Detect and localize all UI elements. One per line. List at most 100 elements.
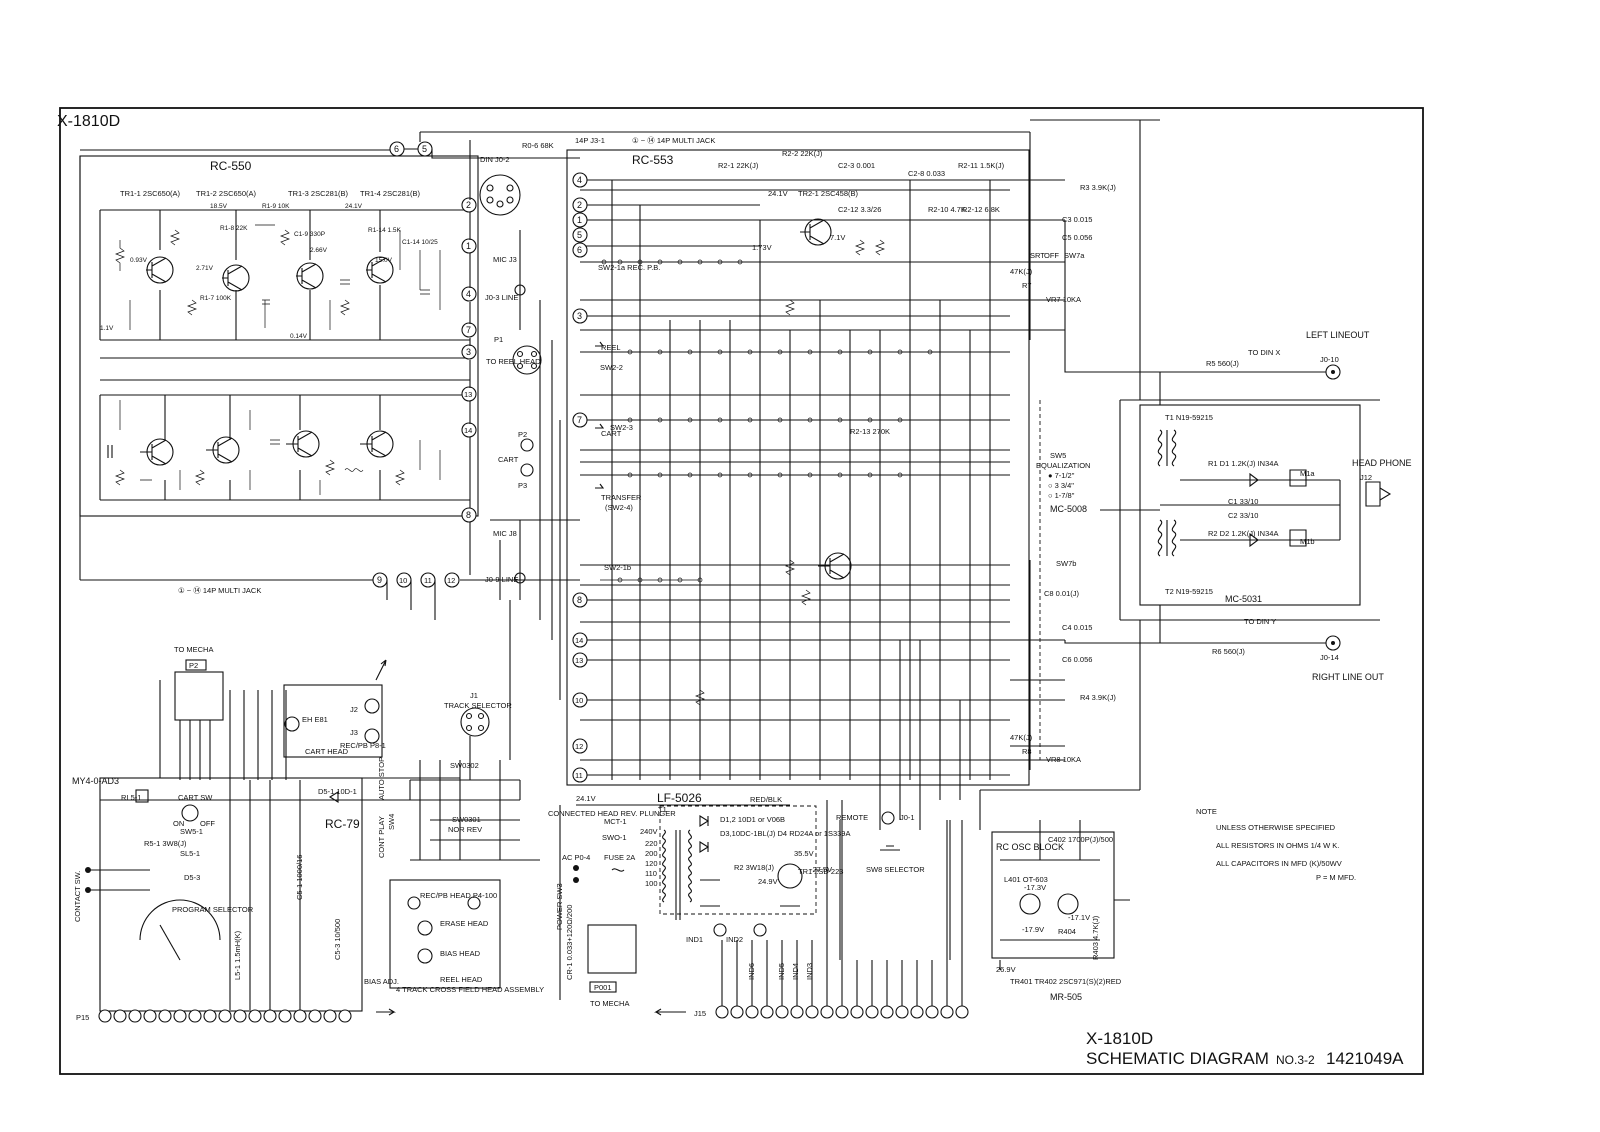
l401-label: L401 OT-603: [1004, 875, 1048, 884]
sw2-2-label: SW2-2: [600, 363, 623, 372]
j12-label: J12: [1360, 473, 1372, 482]
tap-100-label: 100: [645, 879, 658, 888]
v-26-9-label: 26.9V: [996, 965, 1016, 974]
c5-3-label: C5-3 10/500: [333, 919, 342, 960]
ind1-label: IND1: [686, 935, 703, 944]
note-line-4: P = M MFD.: [1316, 873, 1356, 882]
j3-label: 14P J3-1: [575, 136, 605, 145]
v-1-1: 1.1V: [100, 325, 114, 332]
r403-label: R403 4.7K(J): [1091, 915, 1100, 960]
sw302-label: SW0302: [450, 761, 479, 770]
svg-text:7: 7: [466, 325, 471, 335]
right-lineout-label: RIGHT LINE OUT: [1312, 672, 1384, 682]
j010-label: J0-10: [1320, 355, 1339, 364]
v-2-66: 2.66V: [310, 247, 328, 254]
tr2-1: TR2-1 2SC458(B): [798, 189, 859, 198]
tap-220-label: 220: [645, 839, 658, 848]
r4-label: R4 3.9K(J): [1080, 693, 1116, 702]
r47b-label: 47K(J): [1010, 733, 1033, 742]
mr505-label: MR-505: [1050, 992, 1082, 1002]
j15-pins: [715, 1005, 969, 1019]
red-blk-label: RED/BLK: [750, 795, 782, 804]
c1-label: C1 33/10: [1228, 497, 1258, 506]
svg-text:1: 1: [577, 215, 582, 225]
svg-text:11: 11: [424, 576, 432, 585]
title-model: X-1810D: [1086, 1029, 1153, 1048]
ac-label: AC P0-4: [562, 853, 590, 862]
reel-label: REEL: [601, 343, 621, 352]
ind2-label: IND2: [726, 935, 743, 944]
sheet-number: NO.3-2: [1276, 1053, 1315, 1067]
sw5-1-label: SW5-1: [180, 827, 203, 836]
cont-play-label: CONT PLAY: [377, 816, 386, 858]
d3-label: D3,10DC-1BL(J) D4 RD24A or 1S339A: [720, 829, 850, 838]
j03-label: J0-3 LINE: [485, 293, 518, 302]
mct-label: MCT-1: [604, 817, 627, 826]
title-block: X-1810D SCHEMATIC DIAGRAM NO.3-2 1421049…: [1086, 1029, 1404, 1068]
ro6-label: R0-6 68K: [522, 141, 554, 150]
note-line-3: ALL CAPACITORS IN MFD (K)/50WV: [1216, 859, 1342, 868]
r2-13: R2-13 270K: [850, 427, 890, 436]
r2-12: R2-12 6.8K: [962, 205, 1000, 214]
rc79-label: RC-79: [325, 817, 360, 831]
r2-10: R2-10 4.7K: [928, 205, 966, 214]
v-18-5: 18.5V: [210, 203, 228, 210]
rc553-label: RC-553: [632, 153, 674, 167]
svg-text:13: 13: [575, 656, 583, 665]
title-text: SCHEMATIC DIAGRAM: [1086, 1049, 1269, 1068]
mic-j8-label: MIC J8: [493, 529, 517, 538]
tap-110-label: 110: [645, 869, 657, 878]
lf5026-label: LF-5026: [657, 791, 702, 805]
left-lineout-label: LEFT LINEOUT: [1306, 330, 1370, 340]
sl5-label: SL5-1: [180, 849, 200, 858]
v-15-0: 15.0V: [375, 257, 393, 264]
sw7a-label: SW7a: [1064, 251, 1085, 260]
v7-1: 7.1V: [830, 233, 845, 242]
svg-text:12: 12: [575, 742, 583, 751]
recpb-head-label: REC/PB HEAD P4-100: [420, 891, 497, 900]
svg-text:1: 1: [466, 241, 471, 251]
v27-5-label: -27.5V: [810, 865, 832, 874]
to-din-y-label: TO DIN Y: [1244, 617, 1276, 626]
svg-text:10: 10: [399, 576, 407, 585]
track-selector-label: TRACK SELECTOR: [444, 701, 512, 710]
v-0-93: 0.93V: [130, 257, 148, 264]
bias-adj-label: BIAS ADJ.: [364, 977, 399, 986]
cart-head-label: CART HEAD: [305, 747, 349, 756]
d5-1-label: D5-1 10D-1: [318, 787, 357, 796]
tap-200-label: 200: [645, 849, 658, 858]
svg-text:2: 2: [577, 200, 582, 210]
v-17-9-label: -17.9V: [1022, 925, 1044, 934]
multi-jack-left: 6 5 2 1 4 7 3 13 14 8 9 10 11 12 ① ~ ⑭ 1…: [178, 141, 477, 595]
tr3-label: TR1-3 2SC281(B): [288, 189, 349, 198]
svg-text:13: 13: [464, 390, 472, 399]
svg-text:10: 10: [575, 696, 583, 705]
eq-1-875-label: ○ 1-7/8": [1048, 491, 1075, 500]
l5-label: L5-1 1.5mH(K): [233, 930, 242, 980]
v-17-3-label: -17.3V: [1024, 883, 1046, 892]
cart-sw-label: CART SW: [178, 793, 213, 802]
v-0-14: 0.14V: [290, 333, 308, 340]
sw7b-label: SW7b: [1056, 559, 1076, 568]
vr7-label: VR7 10KA: [1046, 295, 1081, 304]
to-mecha-bottom-label: TO MECHA: [590, 999, 629, 1008]
part-number: 1421049A: [1326, 1049, 1404, 1068]
tr1-label: TR1-1 2SC650(A): [120, 189, 181, 198]
model-top-label: X-1810D: [57, 113, 120, 130]
c2-3: C2-3 0.001: [838, 161, 875, 170]
tr4-label: TR1-4 2SC281(B): [360, 189, 421, 198]
svg-text:5: 5: [577, 230, 582, 240]
r5-label: R5 560(J): [1206, 359, 1239, 368]
osc-tr-label: TR401 TR402 2SC971(S)(2)RED: [1010, 977, 1122, 986]
p3-input-label: P3: [518, 481, 527, 490]
on-label: ON: [173, 819, 184, 828]
svg-text:8: 8: [577, 595, 582, 605]
p15-pins: [98, 1009, 352, 1023]
r2-1: R2-1 22K(J): [718, 161, 759, 170]
rc550-board: RC-550 TR1-1 2SC650(A) TR1-2 2SC650(A) T…: [79, 155, 479, 517]
my4-label: MY4-0-AD3: [72, 776, 119, 786]
r7-label: R7: [1022, 281, 1032, 290]
c6-label: C6 0.056: [1062, 655, 1092, 664]
swo1-label: SWO-1: [602, 833, 627, 842]
